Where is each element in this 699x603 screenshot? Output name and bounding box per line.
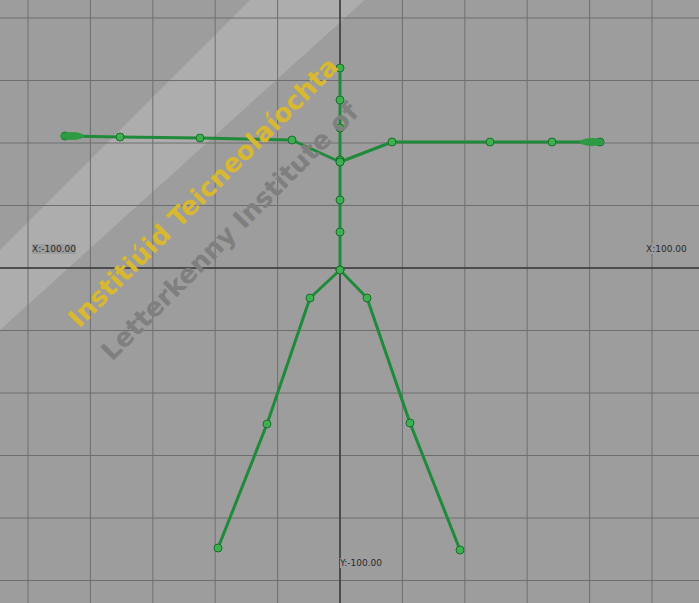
grid-line [0,205,699,206]
grid-line [0,580,699,581]
grid-line [0,393,699,394]
grid-line [277,0,278,603]
bone-chain [218,270,340,548]
grid-line [340,0,341,603]
joint [116,133,124,141]
grid-line [0,518,699,519]
joint [196,134,204,142]
grid-line [0,18,699,19]
joint [388,138,396,146]
grid-line [589,0,590,603]
grid-line [402,0,403,603]
bone-chain [340,270,460,550]
grid-line [0,80,699,81]
joint [336,196,344,204]
grid-line [0,455,699,456]
joint [336,228,344,236]
joint [336,266,344,274]
grid-line [215,0,216,603]
joint [263,420,271,428]
joint [336,266,344,274]
joint [486,138,494,146]
joint [456,546,464,554]
grid-line [652,0,653,603]
hand [60,132,84,140]
axis-label: X:100.00 [646,244,687,254]
joint [336,158,344,166]
grid-line [527,0,528,603]
hand [580,138,604,146]
joint [548,138,556,146]
grid-line [28,0,29,603]
joint [406,419,414,427]
bone-chain [340,142,600,162]
skeleton [60,64,604,554]
grid-line [0,330,699,331]
joint [306,294,314,302]
joint [288,136,296,144]
axis-line [339,0,341,603]
axis-label: X:-100.00 [32,244,76,254]
joint [336,266,344,274]
grid-line [464,0,465,603]
joint [363,294,371,302]
joint [336,158,344,166]
axis-label: Y:-100.00 [340,558,382,568]
joint [214,544,222,552]
